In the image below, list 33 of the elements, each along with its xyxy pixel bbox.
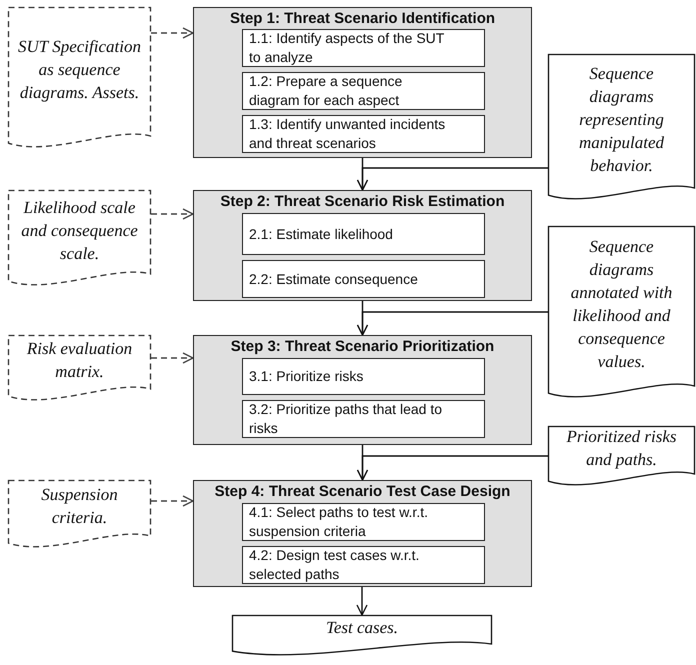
step-box [193, 7, 532, 158]
step-heading: Step 1: Threat Scenario Identification [228, 10, 496, 27]
task-box: 2.2: Estimate consequence [242, 260, 485, 298]
dashed-arrow [151, 208, 194, 220]
document-text: Sequence diagrams annotated with likelihood and consequence values. [570, 236, 674, 373]
task-box: 2.1: Estimate likelihood [242, 213, 485, 255]
task-box: 3.2: Prioritize paths that lead to risks [242, 400, 485, 438]
arrow [356, 311, 548, 336]
document-text: Risk evaluation matrix. [26, 338, 134, 383]
document-text: Test cases. [324, 617, 400, 639]
document-text: Suspension criteria. [40, 484, 119, 529]
dashed-arrow [151, 495, 194, 507]
dashed-arrow [151, 27, 194, 39]
step-box [193, 480, 532, 587]
document-text: Sequence diagrams representing manipulated behavior. [578, 62, 665, 176]
arrow [356, 587, 368, 616]
task-box: 1.1: Identify aspects of the SUT to analyze [242, 29, 485, 67]
task-box: 4.1: Select paths to test w.r.t. suspension criteria [242, 503, 485, 541]
step-box [193, 335, 532, 445]
document-text: Prioritized risks and paths. [565, 426, 678, 470]
step-heading: Step 4: Threat Scenario Test Case Design [214, 483, 512, 500]
task-box: 3.1: Prioritize risks [242, 358, 485, 395]
dashed-arrow [151, 352, 194, 364]
step-heading: Step 2: Threat Scenario Risk Estimation [219, 193, 506, 210]
task-box: 4.2: Design test cases w.r.t. selected paths [242, 546, 485, 584]
task-box: 1.2: Prepare a sequence diagram for each aspect [242, 72, 485, 110]
arrow [356, 167, 548, 191]
arrow [356, 455, 548, 481]
task-box: 1.3: Identify unwanted incidents and threat scenarios [242, 115, 485, 153]
step-heading: Step 3: Threat Scenario Prioritization [230, 338, 496, 355]
document-text: SUT Specification as sequence diagrams. Assets. [18, 36, 141, 104]
step-box [193, 190, 532, 301]
document-text: Likelihood scale and consequence scale. [20, 196, 139, 264]
